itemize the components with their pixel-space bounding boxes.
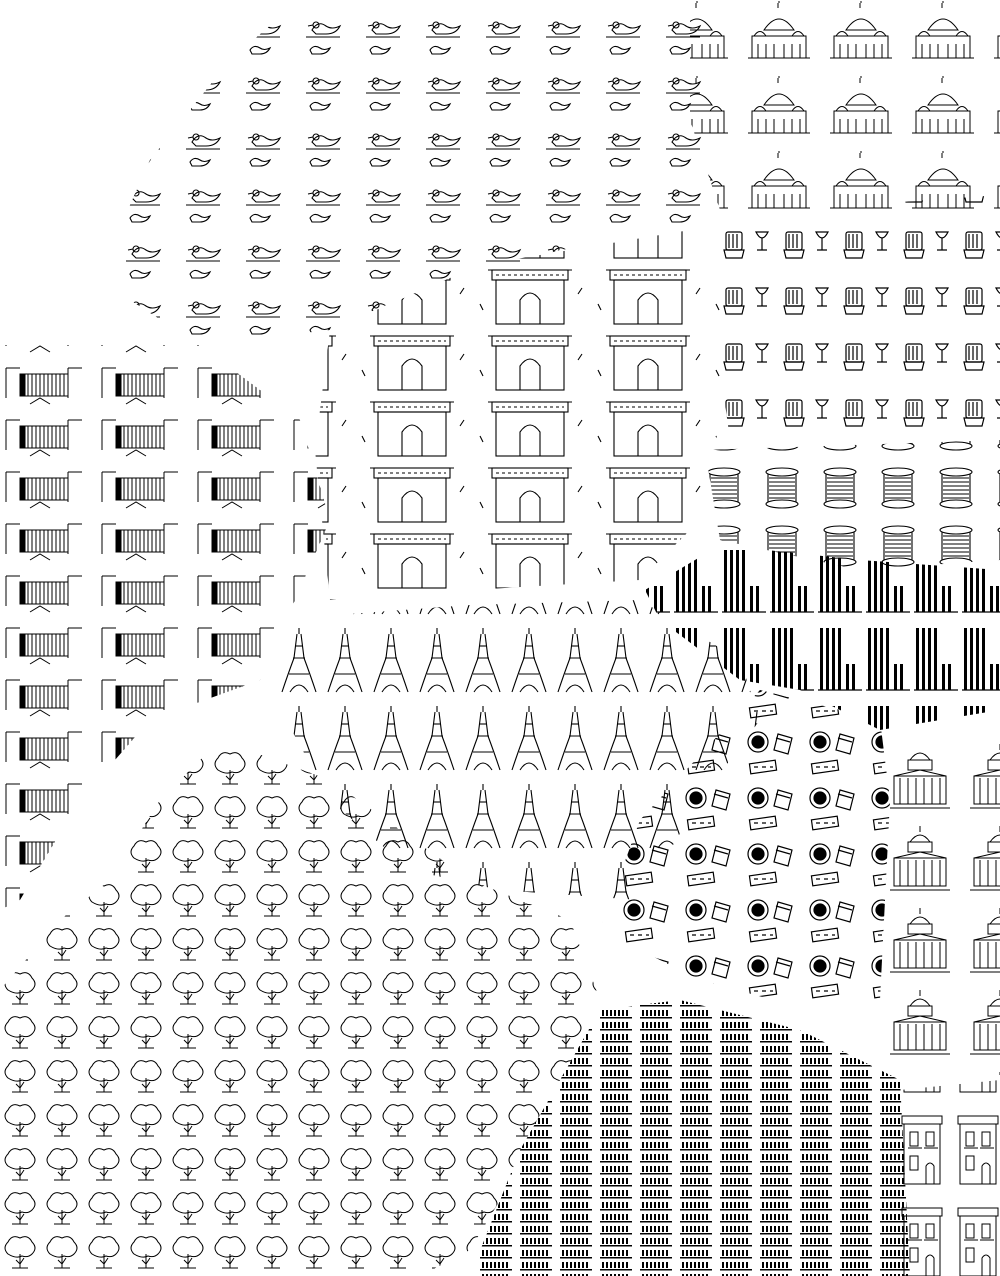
facade-grid-patch	[470, 1000, 910, 1276]
cinema-patch	[715, 195, 1000, 445]
arc-de-triomphe-patch	[315, 230, 720, 600]
pantheon-patch	[870, 730, 1000, 1075]
spool-patch	[705, 440, 1000, 570]
books-patch	[600, 690, 890, 1010]
balcony-patch	[0, 345, 330, 910]
duck-patch	[110, 0, 705, 345]
house-patch	[890, 1080, 1000, 1276]
stripes-patch	[645, 545, 1000, 730]
sacre-coeur-patch	[690, 0, 1000, 210]
tree-patch	[0, 740, 600, 1276]
